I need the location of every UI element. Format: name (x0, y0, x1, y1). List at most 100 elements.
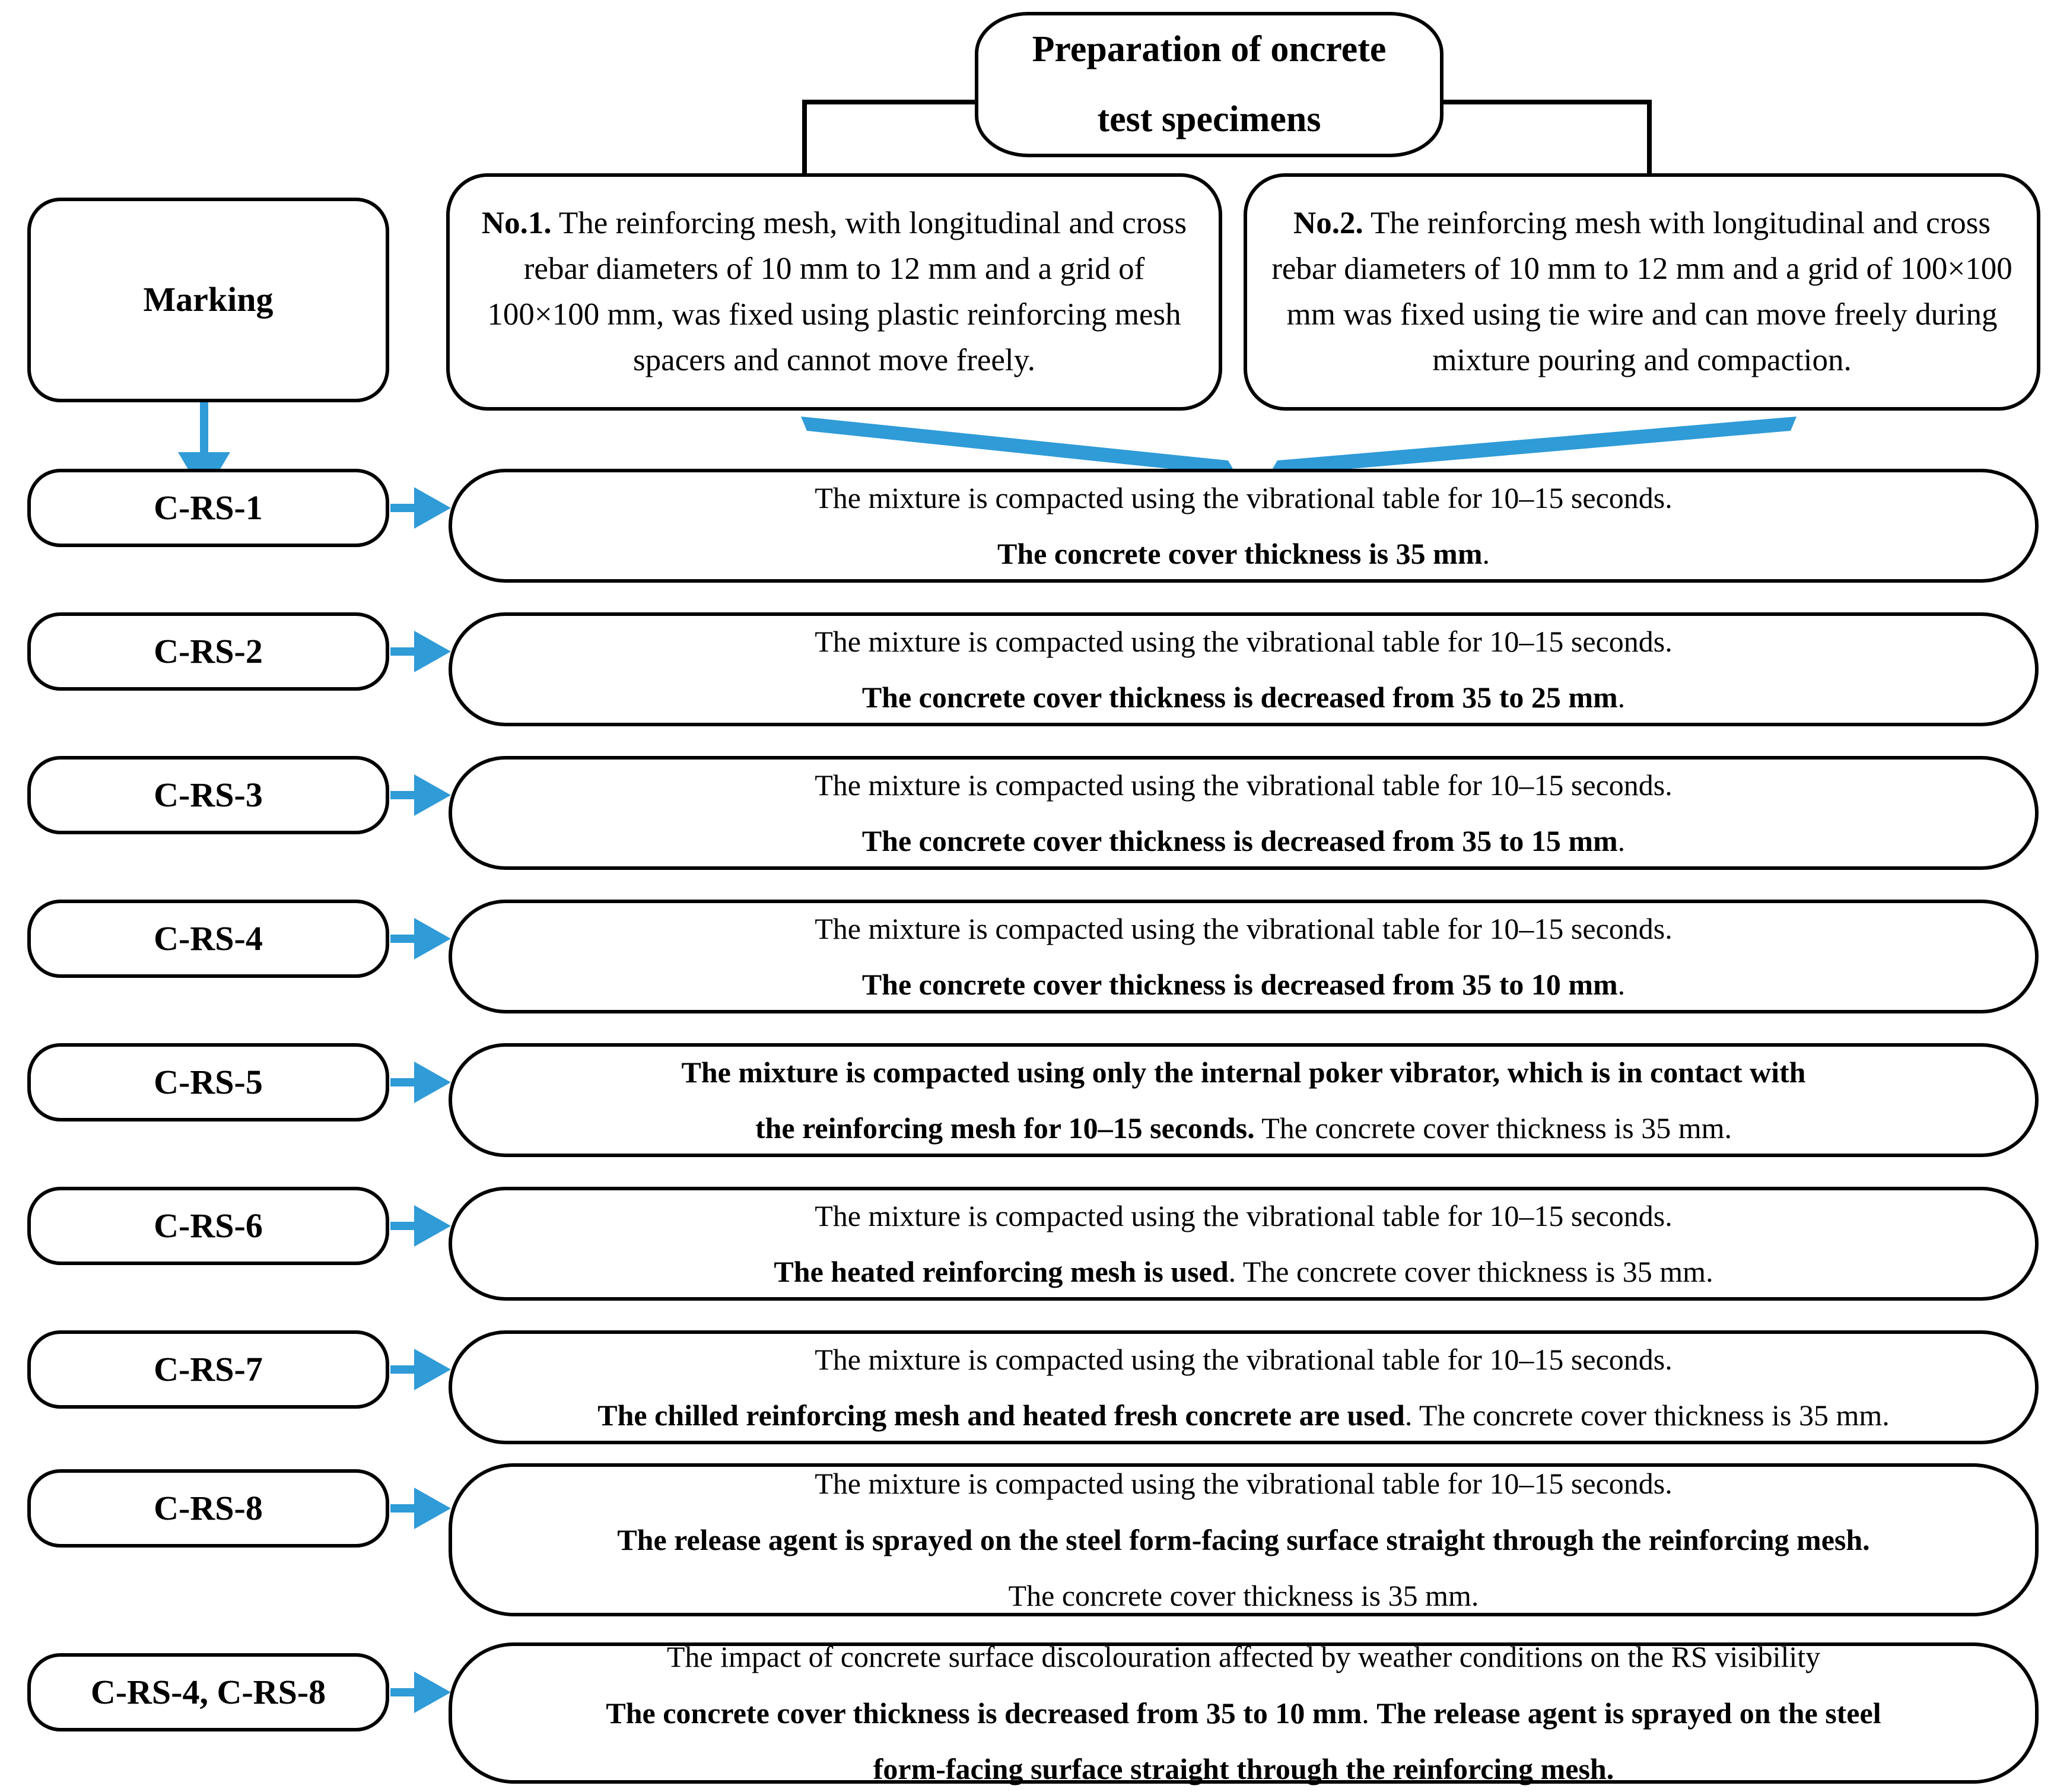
description-line: The release agent is sprayed on the stee… (479, 1518, 2008, 1562)
row-description-node: The mixture is compacted using the vibra… (449, 1187, 2039, 1301)
description-line: The concrete cover thickness is 35 mm. (479, 532, 2008, 576)
text-normal: The mixture is compacted using the vibra… (815, 481, 1673, 514)
connector-horizontal-bar-right (1441, 100, 1652, 104)
row-label-node: C-RS-4, C-RS-8 (27, 1653, 389, 1731)
text-bold: The concrete cover thickness is decrease… (861, 968, 1618, 1001)
row-description-node: The mixture is compacted using the vibra… (449, 756, 2039, 870)
text-bold: The concrete cover thickness is 35 mm (997, 537, 1483, 570)
row-label-text: C-RS-5 (154, 1062, 263, 1101)
description-line: The mixture is compacted using the vibra… (479, 907, 2008, 951)
row-arrow-head (414, 631, 451, 672)
text-normal: The mixture is compacted using the vibra… (815, 911, 1673, 945)
diagram-title-node: Preparation of oncrete test specimens (975, 12, 1443, 157)
text-bold: The concrete cover thickness is decrease… (861, 681, 1618, 714)
text-normal-suffix: . (1617, 681, 1626, 714)
row-arrow-head (414, 487, 451, 529)
row-description-node: The mixture is compacted using the vibra… (449, 612, 2039, 726)
row-arrow-head (414, 774, 451, 816)
row-label-node: C-RS-5 (27, 1043, 389, 1121)
description-line: The heated reinforcing mesh is used. The… (479, 1250, 2008, 1294)
description-line: The impact of concrete surface discolour… (479, 1635, 2008, 1679)
text-normal-suffix: . (1362, 1696, 1377, 1730)
text-bold: The heated reinforcing mesh is used (774, 1255, 1229, 1288)
text-bold: The concrete cover thickness is decrease… (606, 1696, 1362, 1730)
text-normal-suffix: The concrete cover thickness is 35 mm. (1254, 1111, 1732, 1145)
text-normal-suffix: . The concrete cover thickness is 35 mm. (1228, 1255, 1713, 1288)
row-label-text: C-RS-3 (154, 775, 263, 814)
row-description-node: The mixture is compacted using the vibra… (449, 1463, 2039, 1616)
row-arrow-shaft (390, 791, 415, 799)
description-line: The chilled reinforcing mesh and heated … (479, 1394, 2008, 1437)
row-arrow-shaft (390, 1688, 415, 1696)
text-normal: The impact of concrete surface discolour… (666, 1640, 1821, 1674)
row-label-text: C-RS-6 (154, 1206, 263, 1245)
description-line: The concrete cover thickness is decrease… (479, 676, 2008, 719)
row-arrow-head (414, 1488, 451, 1529)
text-bold: The concrete cover thickness is decrease… (861, 824, 1618, 857)
text-bold: form-facing surface straight through the… (873, 1752, 1614, 1786)
row-arrow-shaft (390, 1504, 415, 1513)
row-label-node: C-RS-3 (27, 756, 389, 834)
text-normal-suffix: . (1617, 968, 1626, 1001)
arrow-no2-to-crs1 (1268, 417, 1797, 476)
row-label-text: C-RS-8 (154, 1488, 263, 1527)
row-description-node: The mixture is compacted using the vibra… (449, 1330, 2039, 1444)
row-label-node: C-RS-4 (27, 900, 389, 978)
text-bold: the reinforcing mesh for 10–15 seconds. (755, 1111, 1255, 1145)
text-bold-2: The release agent is sprayed on the stee… (1376, 1696, 1881, 1730)
title-line-2: test specimens (1097, 99, 1321, 139)
branch-no-2-prefix: No.2. (1293, 206, 1363, 241)
description-line: The concrete cover thickness is decrease… (479, 963, 2008, 1006)
text-normal-suffix: . The concrete cover thickness is 35 mm. (1404, 1399, 1890, 1432)
text-bold: The mixture is compacted using only the … (681, 1055, 1806, 1089)
description-line: The mixture is compacted using the vibra… (479, 764, 2008, 807)
row-description-node: The mixture is compacted using the vibra… (449, 900, 2039, 1013)
row-label-text: C-RS-7 (154, 1349, 263, 1389)
text-normal: The mixture is compacted using the vibra… (815, 768, 1673, 802)
branch-no-1-text: No.1. The reinforcing mesh, with longitu… (465, 201, 1203, 383)
row-arrow-head (414, 918, 451, 959)
row-label-node: C-RS-7 (27, 1330, 389, 1409)
description-line: the reinforcing mesh for 10–15 seconds. … (479, 1107, 2008, 1150)
row-arrow-head (414, 1062, 451, 1103)
row-description-node: The impact of concrete surface discolour… (449, 1640, 2039, 1785)
row-arrow-shaft (390, 935, 415, 943)
connector-left-drop (802, 100, 807, 178)
description-line: The mixture is compacted using the vibra… (479, 1194, 2008, 1238)
description-line: The concrete cover thickness is decrease… (479, 819, 2008, 863)
row-label-node: C-RS-8 (27, 1469, 389, 1548)
row-label-node: C-RS-2 (27, 612, 389, 691)
row-arrow-head (414, 1672, 451, 1713)
row-label-text: C-RS-4, C-RS-8 (90, 1672, 326, 1711)
branch-no-2-body: The reinforcing mesh with longitudinal a… (1271, 206, 2012, 377)
text-normal: The mixture is compacted using the vibra… (815, 1342, 1673, 1376)
row-label-text: C-RS-4 (154, 919, 263, 958)
row-label-node: C-RS-1 (27, 469, 389, 547)
description-line: The mixture is compacted using the vibra… (479, 620, 2008, 663)
branch-no-1-body: The reinforcing mesh, with longitudinal … (487, 206, 1187, 377)
row-arrow-shaft (390, 1078, 415, 1086)
description-line: The concrete cover thickness is decrease… (479, 1692, 2008, 1735)
connector-right-drop (1647, 100, 1652, 178)
row-label-text: C-RS-2 (154, 631, 263, 671)
text-normal: The mixture is compacted using the vibra… (815, 624, 1673, 658)
description-line: form-facing surface straight through the… (479, 1747, 2008, 1791)
branch-node-no-2: No.2. The reinforcing mesh with longitud… (1244, 173, 2040, 411)
row-arrow-shaft (390, 1365, 415, 1374)
arrow-marking-to-crs1-shaft (200, 402, 208, 457)
text-normal: The concrete cover thickness is 35 mm. (1008, 1579, 1479, 1613)
marking-label: Marking (143, 280, 274, 319)
description-line: The mixture is compacted using the vibra… (479, 1462, 2008, 1505)
marking-node: Marking (27, 198, 389, 402)
row-description-node: The mixture is compacted using the vibra… (449, 469, 2039, 583)
text-bold: The chilled reinforcing mesh and heated … (597, 1399, 1405, 1432)
description-line: The concrete cover thickness is 35 mm. (479, 1574, 2008, 1618)
row-description-node: The mixture is compacted using only the … (449, 1043, 2039, 1157)
text-bold: The release agent is sprayed on the stee… (617, 1523, 1870, 1556)
description-line: The mixture is compacted using the vibra… (479, 1338, 2008, 1381)
text-normal: The mixture is compacted using the vibra… (815, 1467, 1673, 1501)
row-label-node: C-RS-6 (27, 1187, 389, 1265)
row-label-text: C-RS-1 (154, 488, 263, 527)
title-line-1: Preparation of oncrete (1032, 28, 1387, 69)
